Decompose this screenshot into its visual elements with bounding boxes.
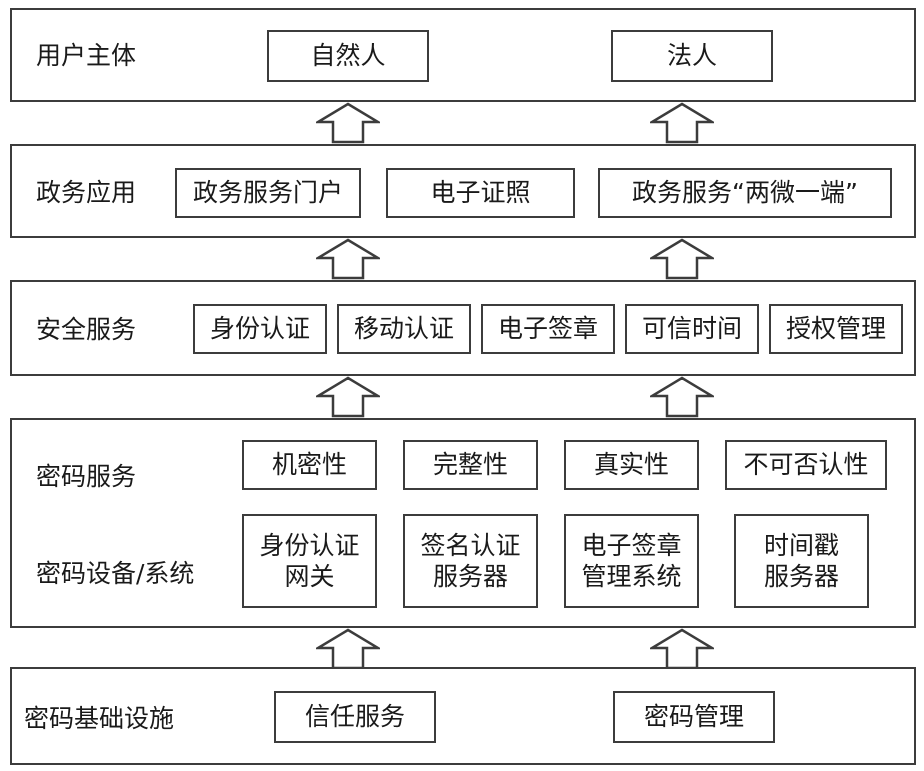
box-signature-auth-server: 签名认证 服务器 — [403, 514, 538, 608]
box-legal-person: 法人 — [611, 30, 773, 82]
box-authorization-mgmt: 授权管理 — [769, 304, 903, 354]
layer-label-security-services: 安全服务 — [36, 315, 137, 344]
layer-label-crypto-devices: 密码设备/系统 — [36, 559, 195, 588]
hollow-up-arrow-icon — [316, 376, 380, 418]
box-identity-auth-gateway: 身份认证 网关 — [242, 514, 377, 608]
box-integrity: 完整性 — [403, 440, 538, 490]
box-identity-auth: 身份认证 — [193, 304, 327, 354]
hollow-up-arrow-icon — [650, 376, 714, 418]
layer-label-user-subject: 用户主体 — [36, 41, 137, 70]
layer-label-crypto-infrastructure: 密码基础设施 — [24, 704, 175, 733]
layer-gov-applications: 政务应用 政务服务门户 电子证照 政务服务“两微一端” — [10, 144, 916, 238]
layer-security-services: 安全服务 身份认证 移动认证 电子签章 可信时间 授权管理 — [10, 280, 916, 376]
box-e-signature: 电子签章 — [481, 304, 615, 354]
layer-user-subject: 用户主体 自然人 法人 — [10, 8, 916, 102]
box-trust-service: 信任服务 — [274, 691, 436, 743]
hollow-up-arrow-icon — [650, 628, 714, 670]
hollow-up-arrow-icon — [316, 102, 380, 144]
box-gov-service-two-micro-one-end: 政务服务“两微一端” — [598, 168, 892, 218]
box-trusted-time: 可信时间 — [625, 304, 759, 354]
layer-label-crypto-services: 密码服务 — [36, 462, 137, 491]
box-timestamp-server: 时间戳 服务器 — [734, 514, 869, 608]
box-confidentiality: 机密性 — [242, 440, 377, 490]
hollow-up-arrow-icon — [316, 628, 380, 670]
layer-crypto-infrastructure: 密码基础设施 信任服务 密码管理 — [10, 667, 916, 765]
box-mobile-auth: 移动认证 — [337, 304, 471, 354]
box-authenticity: 真实性 — [564, 440, 699, 490]
box-natural-person: 自然人 — [267, 30, 429, 82]
box-e-license: 电子证照 — [386, 168, 575, 218]
box-key-management: 密码管理 — [613, 691, 775, 743]
layer-crypto-services-devices: 密码服务 机密性 完整性 真实性 不可否认性 密码设备/系统 身份认证 网关 签… — [10, 418, 916, 628]
layer-label-gov-applications: 政务应用 — [36, 178, 137, 207]
hollow-up-arrow-icon — [316, 238, 380, 280]
hollow-up-arrow-icon — [650, 238, 714, 280]
box-e-seal-mgmt-system: 电子签章 管理系统 — [564, 514, 699, 608]
box-non-repudiation: 不可否认性 — [725, 440, 887, 490]
hollow-up-arrow-icon — [650, 102, 714, 144]
box-gov-service-portal: 政务服务门户 — [175, 168, 361, 218]
